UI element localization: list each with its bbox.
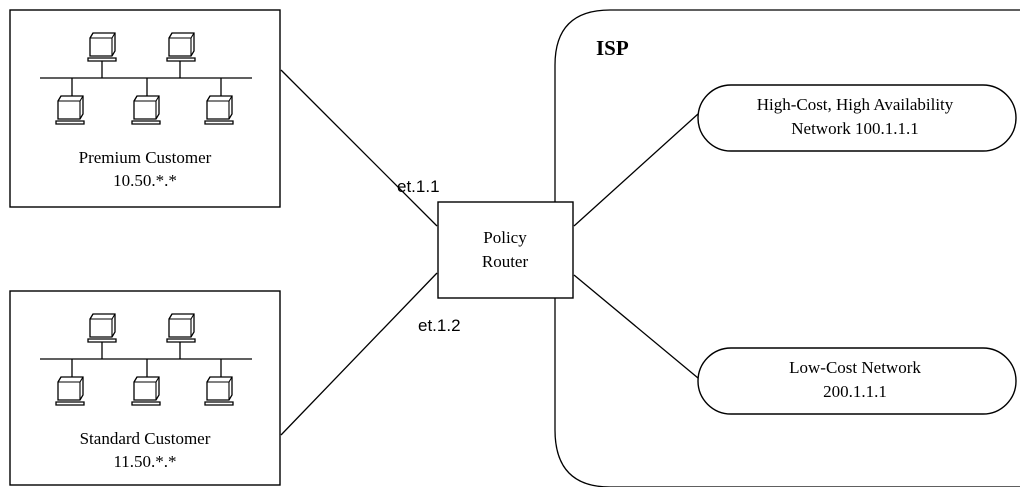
interface-label-bottom: et.1.2	[418, 316, 461, 335]
interface-label-top: et.1.1	[397, 177, 440, 196]
high-cost-network-line2: Network 100.1.1.1	[791, 119, 918, 138]
standard-customer-subnet: 11.50.*.*	[113, 452, 176, 471]
low-cost-network: Low-Cost Network 200.1.1.1	[697, 347, 1017, 415]
high-cost-network-pill	[697, 84, 1017, 152]
link-premium-router	[280, 69, 438, 227]
standard-customer-label: Standard Customer	[80, 429, 211, 448]
policy-router-label-line1: Policy	[483, 228, 527, 247]
premium-customer-lan: Premium Customer 10.50.*.*	[9, 9, 281, 208]
isp-region	[554, 9, 1020, 487]
high-cost-network: High-Cost, High Availability Network 100…	[697, 84, 1017, 152]
low-cost-network-line1: Low-Cost Network	[789, 358, 921, 377]
isp-title: ISP	[596, 36, 629, 60]
premium-customer-label: Premium Customer	[79, 148, 212, 167]
low-cost-network-line2: 200.1.1.1	[823, 382, 887, 401]
standard-customer-lan: Standard Customer 11.50.*.*	[9, 290, 281, 486]
link-standard-router	[280, 272, 438, 436]
premium-customer-subnet: 10.50.*.*	[113, 171, 177, 190]
link-router-lowcost	[573, 274, 699, 379]
policy-router-box	[437, 201, 574, 299]
link-router-highcost	[573, 113, 699, 227]
policy-router: Policy Router	[437, 201, 574, 299]
low-cost-network-pill	[697, 347, 1017, 415]
high-cost-network-line1: High-Cost, High Availability	[757, 95, 954, 114]
policy-router-label-line2: Router	[482, 252, 529, 271]
